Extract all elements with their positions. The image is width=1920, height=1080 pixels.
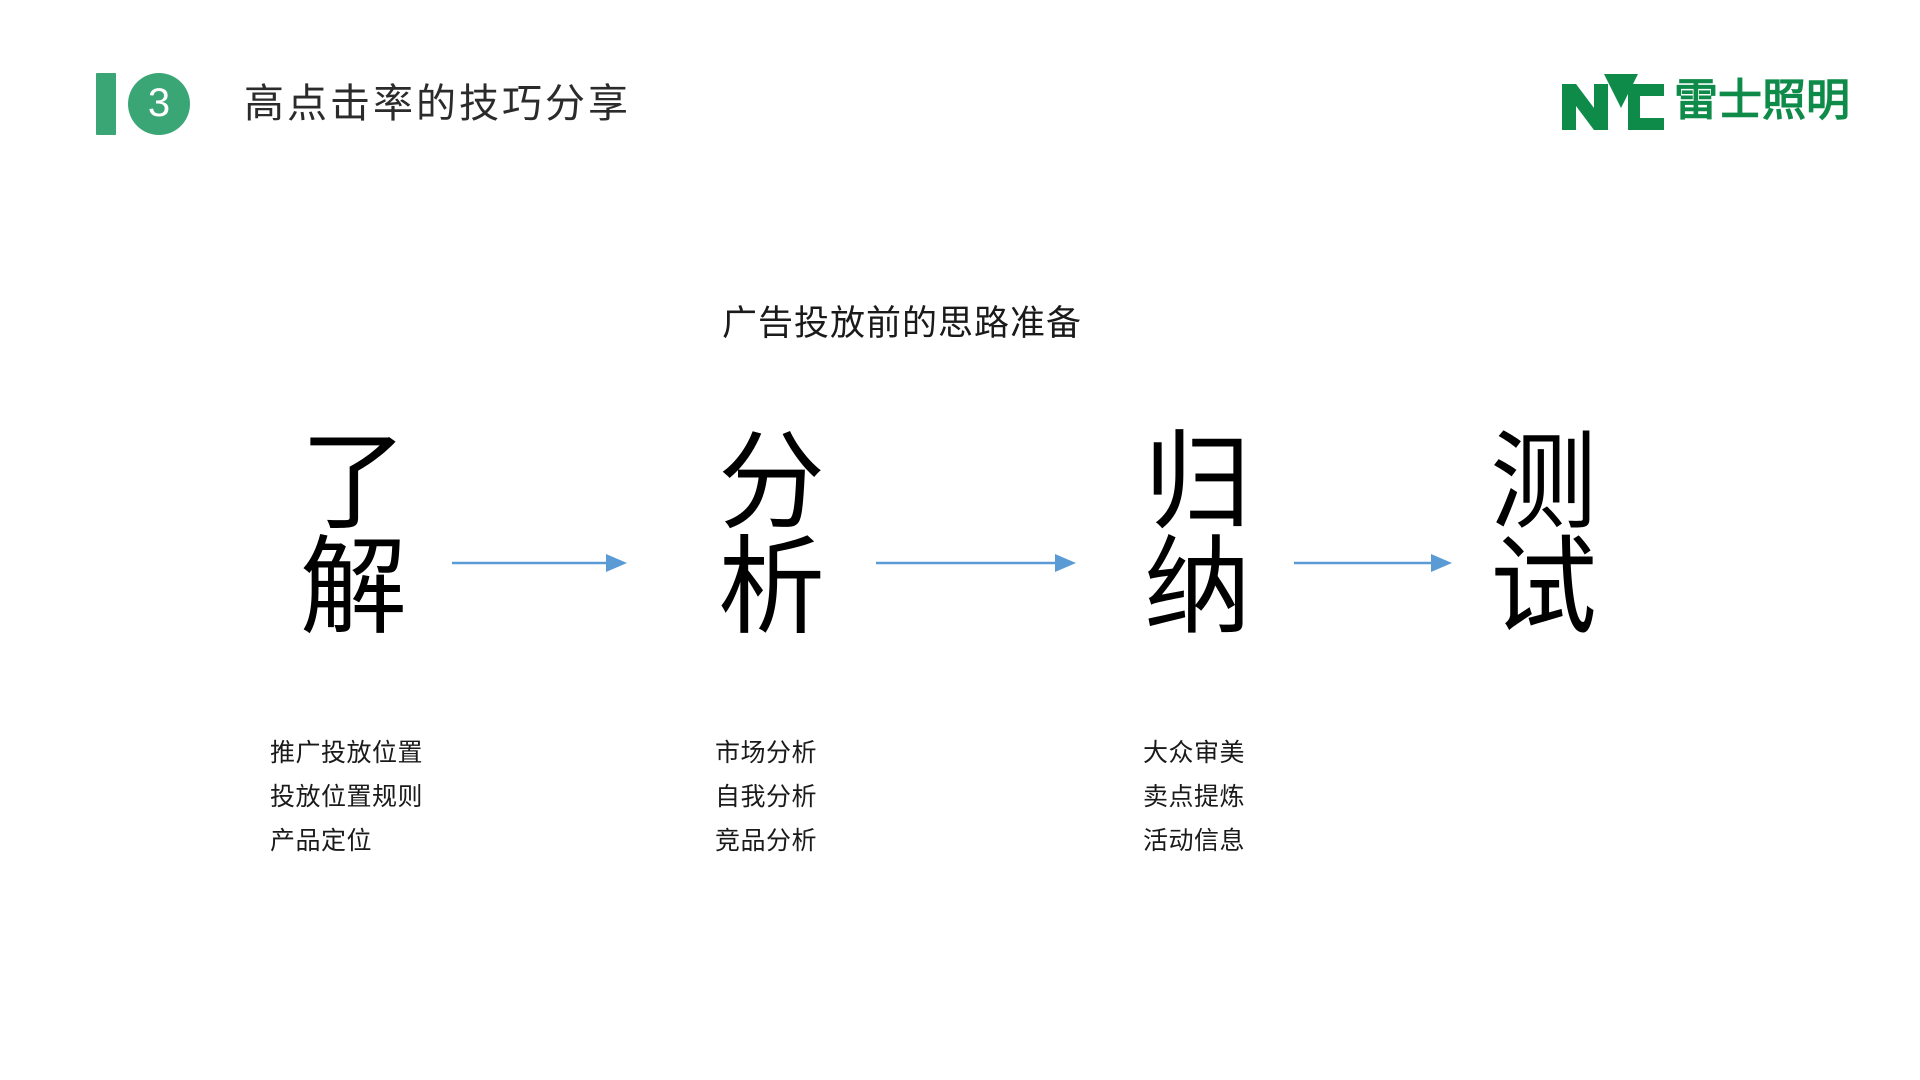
list-item: 产品定位: [270, 826, 373, 855]
brand-logo: 雷士照明: [1560, 62, 1850, 140]
step-3-bullets: 大众审美 卖点提炼 活动信息: [1143, 732, 1245, 863]
list-item: 推广投放位置: [270, 739, 424, 767]
header-accent-bar: [96, 73, 116, 135]
step-4: 测 试: [1490, 422, 1650, 647]
list-item: 自我分析: [715, 782, 818, 811]
nvc-logo-mark-icon: [1562, 74, 1664, 130]
list-item: 投放位置规则: [270, 782, 424, 811]
step-2-bullets: 市场分析 自我分析 竞品分析: [715, 732, 817, 863]
section-number-label: 3: [147, 80, 171, 125]
section-subtitle: 广告投放前的思路准备: [722, 304, 1083, 343]
flow-arrow-1: [452, 552, 627, 574]
slide-header: 3 高点击率的技巧分享 雷士照明: [0, 0, 1920, 190]
step-1-char-bottom: 解: [300, 526, 408, 647]
list-item: 市场分析: [715, 739, 818, 767]
flow-arrow-3: [1294, 552, 1452, 574]
brand-name-label: 雷士照明: [1674, 76, 1850, 125]
header-left-group: 3 高点击率的技巧分享: [96, 73, 631, 135]
list-item: 活动信息: [1143, 826, 1246, 855]
step-2-char-bottom: 析: [718, 526, 826, 647]
step-4-char-top: 测: [1490, 422, 1598, 542]
list-item: 大众审美: [1143, 739, 1246, 767]
section-number-badge: 3: [128, 73, 190, 135]
flow-arrow-2: [876, 552, 1076, 574]
list-item: 卖点提炼: [1143, 782, 1246, 811]
process-flow: 了 解 分 析 归 纳: [0, 422, 1920, 690]
page-title: 高点击率的技巧分享: [244, 82, 631, 126]
step-3-char-bottom: 纳: [1144, 526, 1252, 647]
step-4-char-bottom: 试: [1490, 526, 1598, 647]
step-1: 了 解: [300, 422, 460, 647]
step-2: 分 析: [718, 422, 878, 647]
step-3-char-top: 归: [1144, 422, 1252, 542]
step-1-bullets: 推广投放位置 投放位置规则 产品定位: [270, 732, 423, 863]
step-3: 归 纳: [1144, 422, 1304, 647]
step-1-char-top: 了: [300, 422, 408, 542]
list-item: 竞品分析: [715, 826, 818, 855]
step-2-char-top: 分: [718, 422, 826, 542]
